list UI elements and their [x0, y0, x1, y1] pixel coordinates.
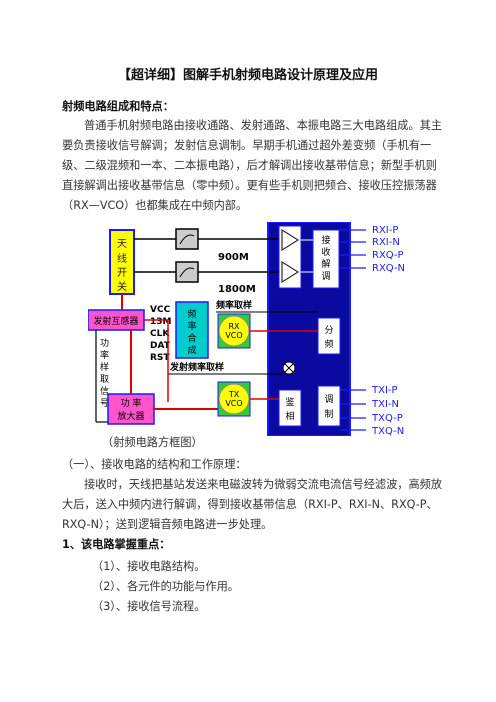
- svg-text:发射互感器: 发射互感器: [93, 315, 138, 327]
- subsection-heading: （一）、接收电路的结构和工作原理：: [62, 458, 247, 471]
- svg-text:取: 取: [100, 374, 109, 385]
- svg-text:调: 调: [324, 394, 333, 405]
- svg-text:线: 线: [117, 252, 127, 265]
- svg-text:制: 制: [324, 408, 333, 420]
- svg-text:VCO: VCO: [225, 399, 242, 408]
- tx-input-lines: [340, 389, 366, 431]
- svg-text:收: 收: [321, 246, 330, 258]
- page-title: 【超详细】图解手机射频电路设计原理及应用: [117, 68, 378, 83]
- rx-output-label: RXI-N: [372, 237, 400, 248]
- modulator-block: [317, 385, 341, 427]
- filter-900: [175, 228, 199, 250]
- lna-900-icon: [281, 229, 299, 251]
- svg-text:号: 号: [100, 398, 109, 409]
- synthesizer-block: [175, 301, 209, 359]
- synth-input-label: RST: [150, 353, 170, 363]
- rx-output-lines: [339, 229, 366, 269]
- divider-block: [317, 317, 341, 355]
- tx-input-label: TXQ-P: [371, 413, 403, 424]
- svg-text:接: 接: [321, 234, 330, 246]
- rf-block-diagram: 天 线 开 关 900M 1800M 接 收 解 调 RXI-P RXI-N R…: [88, 222, 405, 436]
- tx-freq-sample-label: 发射频率取样: [169, 361, 224, 373]
- power-sample-label: 功: [100, 338, 109, 349]
- demodulator-block: [312, 229, 340, 289]
- section-heading: 射频电路组成和特点：: [62, 100, 174, 113]
- synth-input-label: CLK: [150, 329, 170, 339]
- diagram-caption: （射频电路方框图）: [102, 436, 203, 449]
- svg-text:率: 率: [187, 320, 196, 332]
- lna-1800-icon: [281, 261, 299, 283]
- rx-output-label: RXQ-N: [372, 263, 405, 274]
- tx-input-label: TXI-P: [371, 385, 398, 396]
- antenna-switch-block: [109, 229, 135, 295]
- svg-text:频: 频: [324, 338, 333, 350]
- synth-input-label: VCC: [150, 305, 171, 315]
- svg-text:RX: RX: [228, 322, 240, 331]
- svg-text:开: 开: [117, 268, 127, 279]
- tx-input-label: TXI-N: [371, 399, 399, 410]
- svg-text:率: 率: [100, 349, 109, 361]
- svg-text:TX: TX: [228, 390, 240, 399]
- svg-text:样: 样: [100, 361, 109, 373]
- svg-text:信: 信: [100, 385, 109, 397]
- svg-text:鉴: 鉴: [285, 396, 294, 408]
- key-point: （1）、接收电路结构。: [92, 560, 206, 573]
- svg-text:频: 频: [187, 308, 196, 320]
- svg-text:关: 关: [117, 280, 127, 293]
- phase-detector-block: [278, 389, 302, 427]
- svg-text:分: 分: [324, 325, 333, 336]
- svg-text:成: 成: [187, 344, 196, 356]
- filter-1800: [175, 261, 199, 283]
- band-1800-label: 1800M: [218, 284, 256, 295]
- intro-paragraph: 普通手机射频电路由接收通路、发射通路、本振电路三大电路组成。其主要负责接收信号解…: [62, 119, 443, 212]
- freq-sample-label: 频率取样: [216, 299, 252, 311]
- synth-input-label: 13M: [150, 317, 172, 327]
- key-point: （3）、接收信号流程。: [92, 600, 206, 613]
- synth-input-label: DAT: [150, 341, 171, 351]
- antenna-switch-label: 天: [117, 239, 127, 250]
- rx-output-label: RXI-P: [372, 225, 398, 236]
- svg-text:相: 相: [285, 410, 294, 422]
- svg-text:合: 合: [187, 332, 196, 344]
- tx-input-label: TXQ-N: [371, 426, 404, 436]
- svg-text:功 率: 功 率: [121, 397, 142, 409]
- key-point: （2）、各元件的功能与作用。: [92, 580, 239, 593]
- receive-paragraph: 接收时，天线把基站发送来电磁波转为微弱交流电流信号经滤波，高频放大后，送入中频内…: [62, 478, 443, 531]
- svg-text:调: 调: [321, 271, 330, 282]
- power-amp-block: [107, 393, 155, 425]
- rx-output-label: RXQ-P: [372, 250, 404, 261]
- svg-text:放大器: 放大器: [117, 410, 144, 422]
- svg-text:VCO: VCO: [225, 331, 242, 340]
- band-900-label: 900M: [218, 252, 249, 263]
- svg-text:解: 解: [321, 258, 330, 270]
- key-points-heading: 1、该电路掌握重点：: [62, 538, 171, 551]
